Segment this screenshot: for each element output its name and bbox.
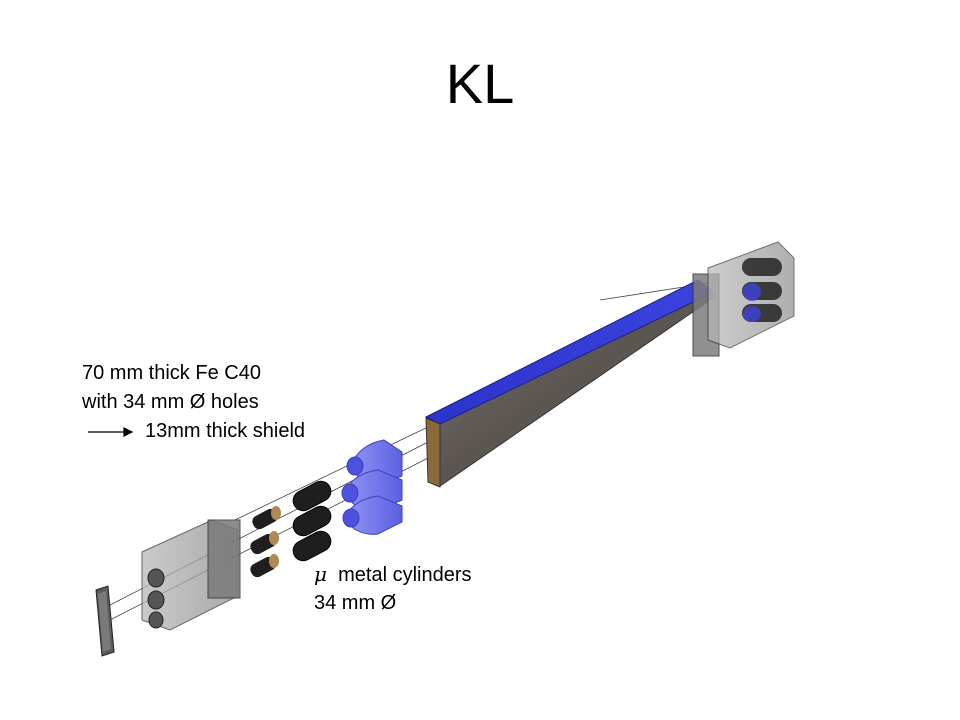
metal-cylinder-2 [292,505,332,537]
metal-cylinder-1 [292,480,332,512]
pmt-3 [250,554,279,578]
metal-cylinders [292,480,332,562]
pointer-arrow [88,427,134,437]
scintillator-bar-end [425,417,441,488]
cylinders-text: metal cylinders [338,564,472,586]
scintillator-bar-face [427,281,717,487]
pmt-1 [252,506,281,530]
scintillator-bar [424,279,717,488]
light-guides [341,439,403,535]
end-cap-plate [95,585,115,657]
metal-cylinder-3 [292,530,332,562]
shield-label-line2: with 34 mm Ø holes [82,391,259,413]
near-end-box [141,519,241,631]
mu-symbol: μ [314,562,327,586]
near-end-flange [207,519,241,599]
slide-title: KL [445,52,515,115]
cylinders-label-line1: μ metal cylinders [314,561,472,588]
shield-label-line3: 13mm thick shield [145,420,306,442]
photomultipliers [250,506,281,578]
pmt-2 [250,531,279,555]
far-end-box [692,241,795,357]
cylinders-label-line2: 34 mm Ø [314,592,397,614]
shield-label-line1: 70 mm thick Fe C40 [82,362,261,384]
scintillator-bar-top [424,279,715,425]
